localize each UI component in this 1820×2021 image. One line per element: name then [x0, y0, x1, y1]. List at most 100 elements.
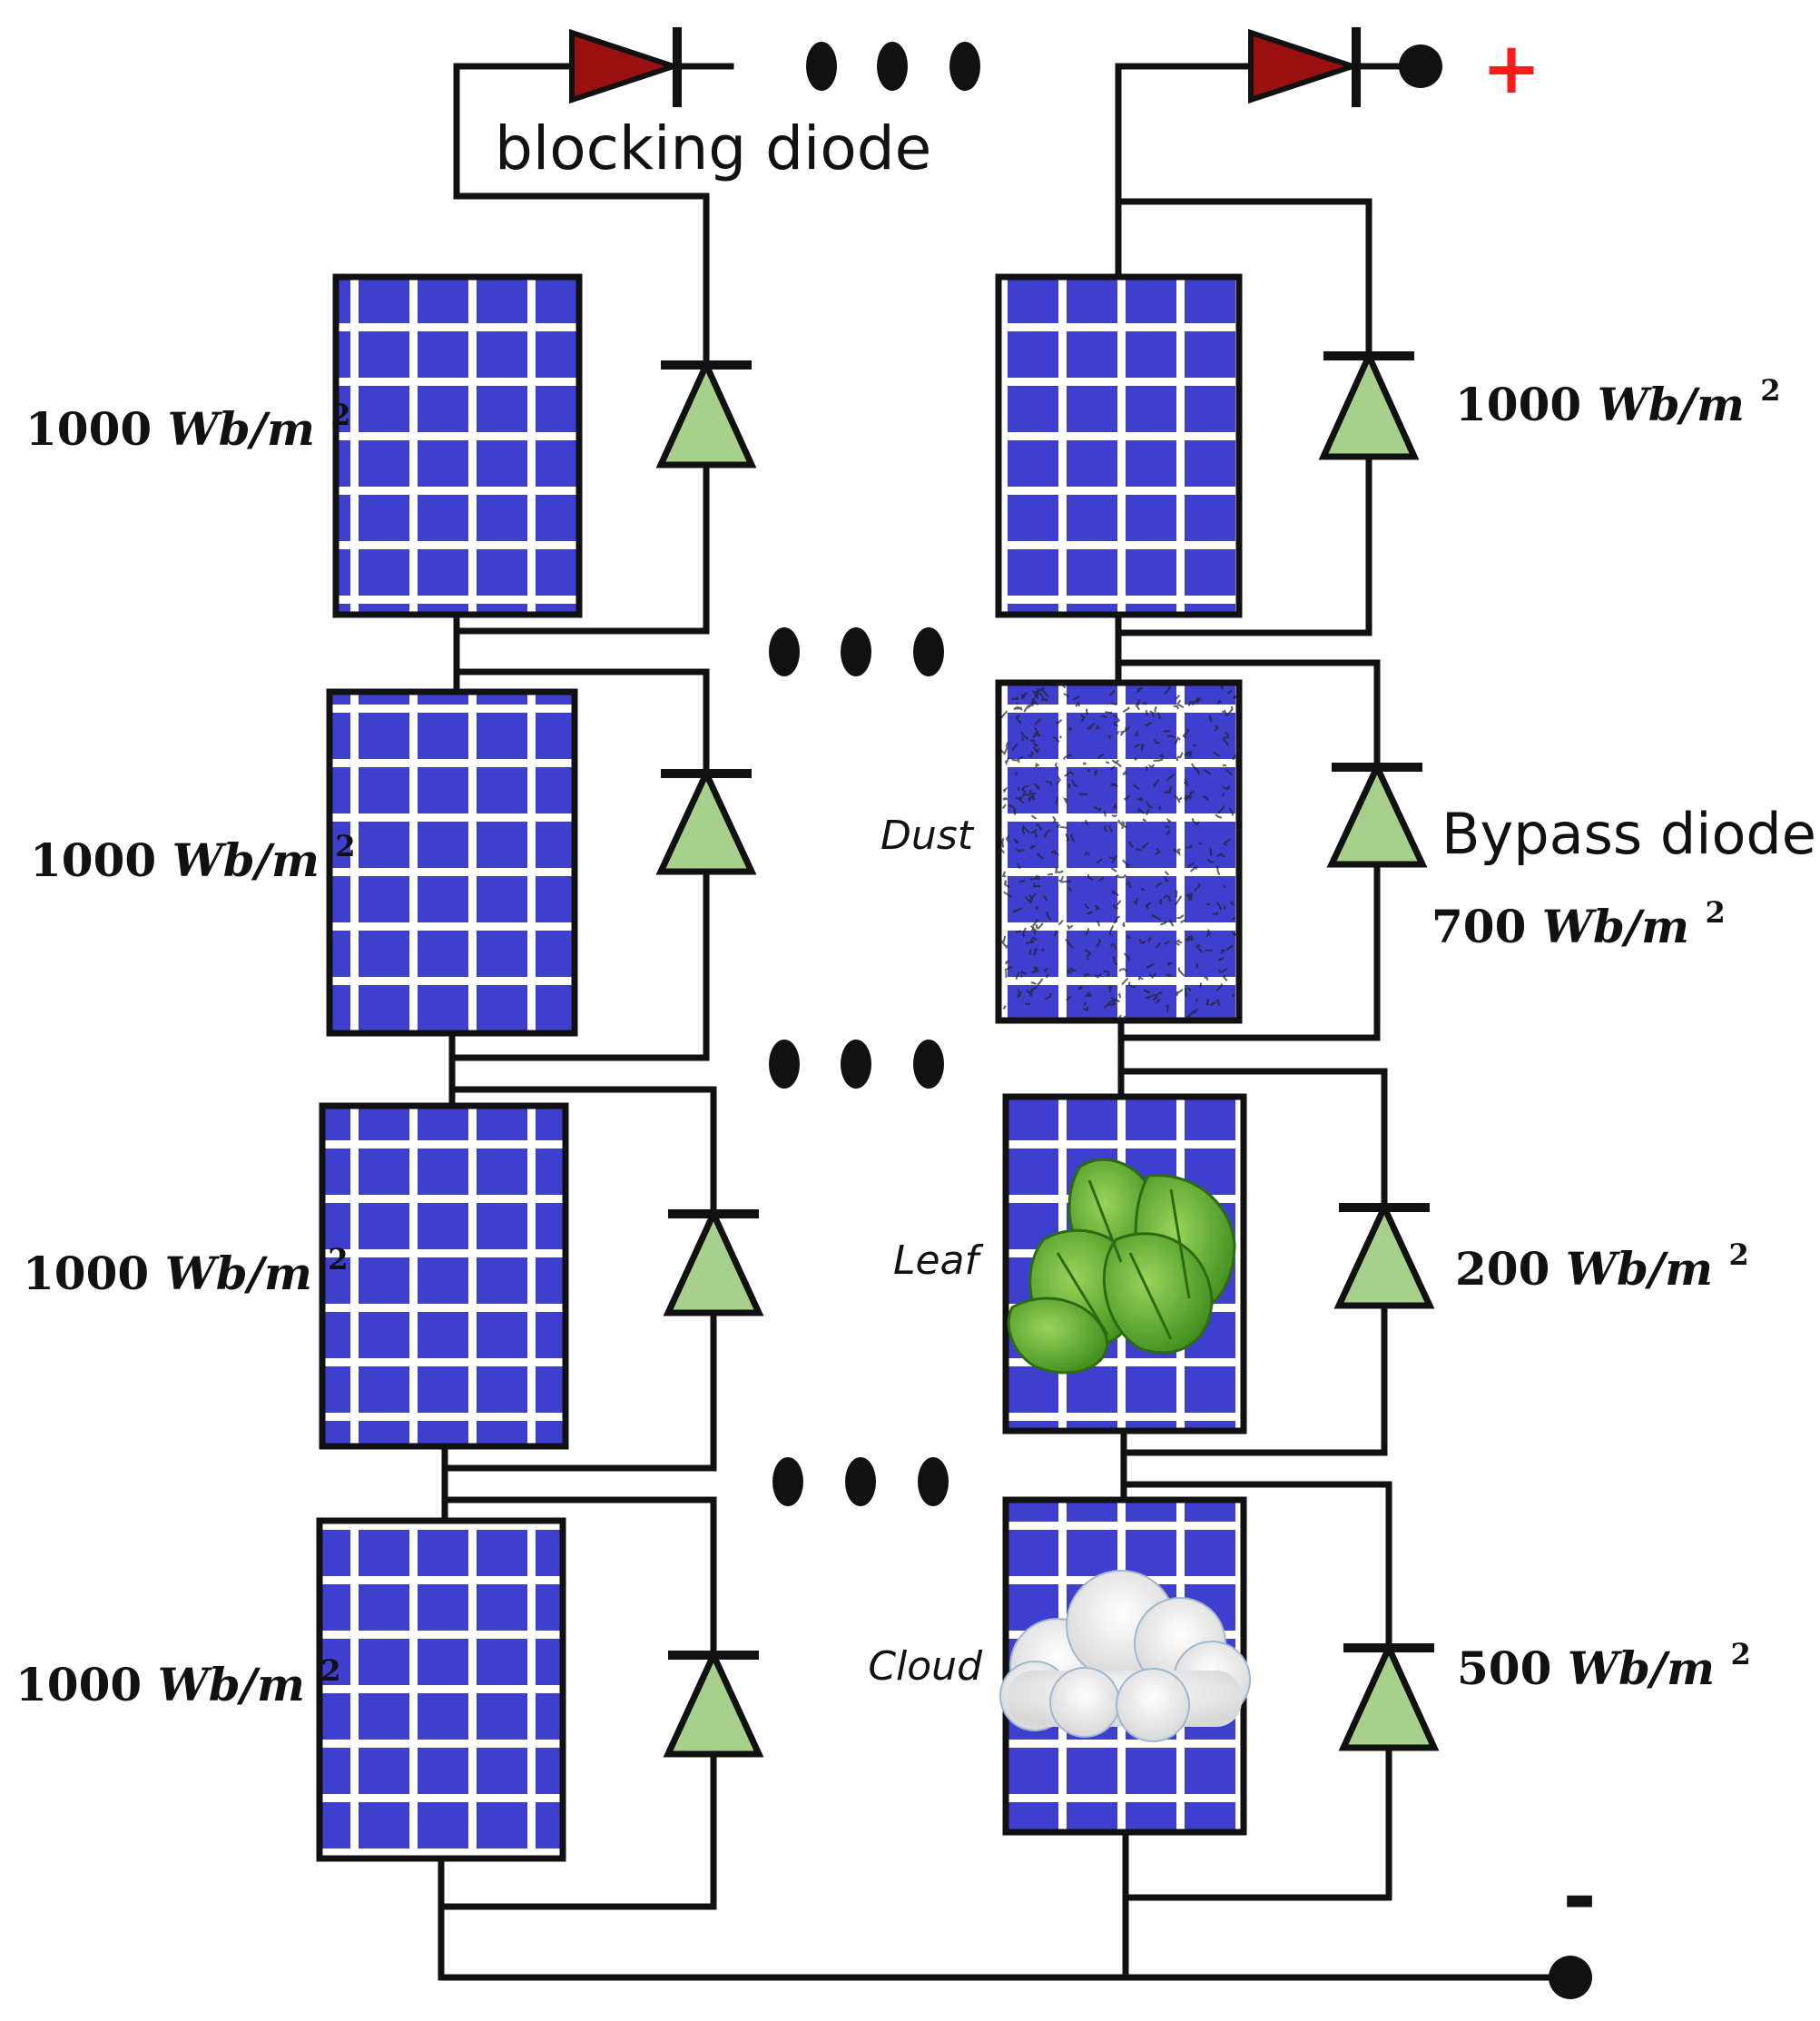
dust-speck — [1093, 805, 1102, 813]
dust-speck — [1031, 844, 1036, 849]
dust-speck — [1177, 752, 1184, 759]
dust-speck — [1030, 828, 1038, 834]
dust-speck — [1021, 787, 1027, 794]
dust-speck — [1185, 1010, 1195, 1019]
irradiance-value: 1000 — [1455, 378, 1581, 431]
dust-speck — [1231, 916, 1236, 921]
dust-speck — [1062, 797, 1068, 804]
dust-speck — [1145, 709, 1149, 716]
dust-speck — [1056, 719, 1063, 725]
dust-speck — [1083, 1001, 1087, 1007]
dust-speck — [1142, 701, 1147, 705]
dust-speck — [1016, 863, 1022, 869]
dust-speck — [1003, 891, 1012, 899]
dust-speck — [1204, 976, 1209, 981]
irradiance-unit: Wb/m — [168, 402, 315, 456]
dust-speck — [1219, 685, 1225, 690]
dust-speck — [1065, 833, 1069, 843]
dust-speck — [1017, 755, 1024, 764]
dust-speck — [1167, 961, 1173, 966]
dust-speck — [1145, 765, 1148, 772]
dust-speck — [1166, 830, 1171, 835]
dust-speck — [1140, 744, 1145, 751]
dust-speck — [1046, 780, 1053, 785]
dust-speck — [1096, 938, 1102, 948]
dust-speck — [999, 940, 1007, 948]
dust-speck — [1176, 848, 1181, 852]
bypass-diode-right-1 — [1318, 348, 1420, 460]
dust-speck — [1182, 730, 1189, 739]
dust-speck — [1031, 697, 1039, 705]
dust-speck — [1001, 803, 1007, 809]
dust-speck — [1166, 774, 1176, 783]
dust-speck — [1217, 957, 1225, 961]
dust-speck — [1084, 902, 1090, 910]
dust-speck — [1017, 989, 1021, 997]
solar-panel-left-4 — [316, 1517, 566, 1862]
left-string — [316, 273, 583, 1862]
irradiance-exponent: 2 — [1760, 373, 1780, 408]
dust-speck — [1216, 902, 1222, 911]
dust-speck — [1166, 817, 1172, 823]
dust-speck — [1193, 882, 1201, 892]
dust-speck — [1040, 687, 1049, 697]
dust-speck — [1138, 938, 1146, 945]
dust-speck — [1086, 911, 1093, 915]
irradiance-right-4: 500 Wb/m 2 — [1457, 1637, 1751, 1695]
dust-speck — [1122, 770, 1126, 776]
dust-speck — [1177, 967, 1185, 977]
dust-speck — [1146, 962, 1155, 969]
irradiance-unit: Wb/m — [1568, 1641, 1715, 1695]
dust-speck — [1127, 841, 1134, 848]
irradiance-right-2: 700 Wb/m 2 — [1431, 895, 1726, 953]
dust-speck — [1158, 991, 1163, 995]
dust-speck — [1069, 967, 1077, 972]
dust-speck — [1046, 911, 1052, 922]
dust-speck — [1206, 858, 1215, 863]
dust-speck — [1100, 715, 1107, 718]
dust-speck — [1036, 852, 1044, 860]
dust-speck — [1195, 944, 1203, 953]
dust-speck — [1173, 705, 1180, 710]
dust-speck — [1146, 808, 1150, 815]
irradiance-left-2: 1000 Wb/m 2 — [30, 829, 356, 887]
dust-speck — [1096, 857, 1104, 864]
dust-speck — [1080, 714, 1086, 723]
dust-speck — [1176, 914, 1185, 920]
dust-speck — [1222, 735, 1230, 746]
dust-speck — [1108, 925, 1115, 936]
dust-speck — [1185, 728, 1190, 732]
dust-speck — [1035, 823, 1043, 831]
dust-speck — [1011, 744, 1018, 752]
dust-speck — [1083, 972, 1090, 978]
dust-speck — [1002, 796, 1008, 801]
dust-speck — [1005, 756, 1010, 766]
dust-speck — [1097, 877, 1105, 882]
dust-speck — [1021, 793, 1029, 797]
dust-speck — [1028, 795, 1033, 803]
dust-speck — [1165, 871, 1170, 876]
dust-speck — [1136, 807, 1146, 814]
bypass-diode-left-4 — [663, 1647, 764, 1758]
dust-speck — [1166, 734, 1176, 739]
dust-speck — [1067, 924, 1074, 931]
dust-speck — [1143, 989, 1150, 994]
dust-speck — [1065, 938, 1074, 949]
dust-speck — [1023, 704, 1031, 713]
dust-speck — [1222, 838, 1231, 847]
dust-speck — [1105, 711, 1113, 715]
dust-speck — [1113, 714, 1121, 724]
dust-speck — [1112, 956, 1118, 966]
dust-speck — [1087, 874, 1094, 881]
dust-speck — [1043, 829, 1051, 838]
irradiance-exponent: 2 — [330, 398, 350, 432]
dust-speck — [1055, 870, 1064, 873]
dust-speck — [1145, 801, 1153, 809]
dust-speck — [1163, 729, 1170, 733]
dust-speck — [1189, 790, 1195, 800]
dust-speck — [1021, 736, 1024, 742]
dust-speck — [1109, 689, 1116, 697]
dust-speck — [1199, 982, 1203, 989]
dust-speck — [1013, 838, 1019, 844]
